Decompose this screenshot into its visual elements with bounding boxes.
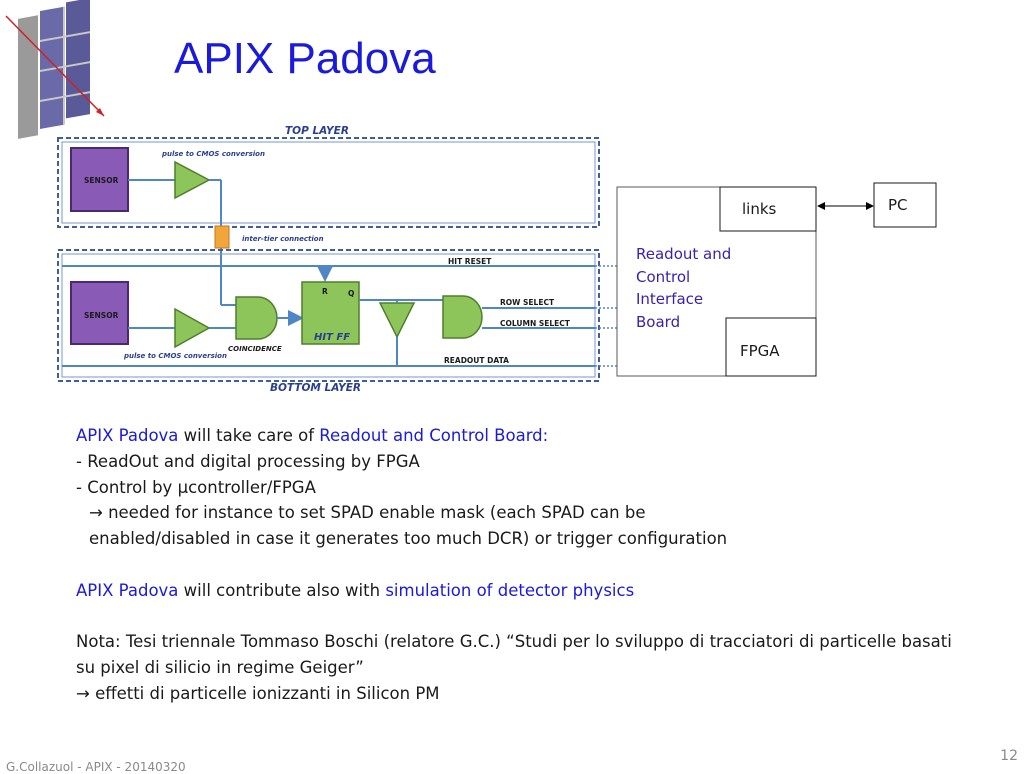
links-box	[719, 186, 817, 232]
pixel-readout-diagram: TOP LAYER SENSOR pulse to CMOS conversio…	[57, 125, 937, 394]
fpga-label: FPGA	[740, 342, 780, 360]
top-comparator	[174, 160, 211, 200]
page-number: 12	[1000, 748, 1018, 764]
bottom-sensor-label: SENSOR	[84, 311, 119, 320]
top-layer-label: TOP LAYER	[285, 125, 349, 137]
apix-padova-highlight-2: APIX Padova	[76, 580, 179, 600]
readout-data-label: READOUT DATA	[444, 356, 509, 365]
pc-label: PC	[888, 196, 908, 214]
body-line-5: enabled/disabled in case it generates to…	[89, 529, 728, 549]
select-and-gate	[442, 295, 483, 339]
body-line-8: su pixel di silicio in regime Geiger”	[76, 658, 364, 678]
top-layer-inner-box	[61, 141, 596, 224]
body-line-9: → effetti di particelle ionizzanti in Si…	[76, 683, 440, 703]
body-line-6-mid: will contribute also with	[178, 580, 386, 600]
top-sensor-label: SENSOR	[84, 176, 119, 185]
bottom-layer-label: BOTTOM LAYER	[270, 382, 361, 394]
hit-flip-flop	[301, 281, 360, 345]
hit-reset-label: HIT RESET	[448, 257, 492, 266]
bottom-sensor	[70, 281, 129, 345]
inter-tier-label: inter-tier connection	[242, 235, 324, 243]
body-line-4: → needed for instance to set SPAD enable…	[89, 503, 646, 523]
board-label-line-4: Board	[636, 313, 680, 331]
body-line-7: Nota: Tesi triennale Tommaso Boschi (rel…	[76, 632, 952, 652]
pc-box	[873, 182, 937, 228]
body-line-2: - ReadOut and digital processing by FPGA	[76, 451, 420, 471]
fpga-box	[725, 317, 817, 377]
row-select-label: ROW SELECT	[500, 298, 555, 307]
detector-stack-logo	[5, 0, 105, 139]
bottom-comparator	[174, 307, 211, 349]
body-line-3: - Control by μcontroller/FPGA	[76, 477, 316, 497]
body-line-1-mid: will take care of	[178, 426, 320, 445]
top-layer-box	[57, 137, 600, 228]
readout-buffer	[378, 302, 416, 339]
bottom-pulse-label: pulse to CMOS conversion	[123, 352, 227, 360]
body-line-1: APIX Padova will take care of Readout an…	[76, 423, 976, 449]
inter-tier-connector	[214, 225, 230, 249]
bottom-layer-inner-box	[61, 253, 596, 378]
top-pulse-label: pulse to CMOS conversion	[161, 150, 265, 158]
slide-title: APIX Padova	[174, 34, 436, 83]
ff-q-label: Q	[348, 289, 354, 298]
coincidence-and-gate	[235, 296, 278, 340]
simulation-highlight: simulation of detector physics	[385, 580, 635, 600]
apix-padova-highlight: APIX Padova	[76, 426, 179, 445]
readout-board-highlight: Readout and Control Board:	[319, 426, 549, 445]
body-line-6: APIX Padova will contribute also with si…	[76, 578, 976, 604]
hit-ff-label: HIT FF	[314, 332, 350, 343]
board-label-line-3: Interface	[636, 290, 703, 308]
links-label: links	[742, 200, 777, 218]
slide-footer: G.Collazuol - APIX - 20140320	[6, 760, 186, 774]
coincidence-label: COINCIDENCE	[228, 345, 282, 353]
board-label-line-1: Readout and	[636, 245, 731, 263]
column-select-label: COLUMN SELECT	[500, 319, 571, 328]
slide-body-text: APIX Padova will take care of Readout an…	[76, 423, 976, 707]
ff-r-label: R	[322, 287, 328, 296]
board-label-line-2: Control	[636, 268, 690, 286]
